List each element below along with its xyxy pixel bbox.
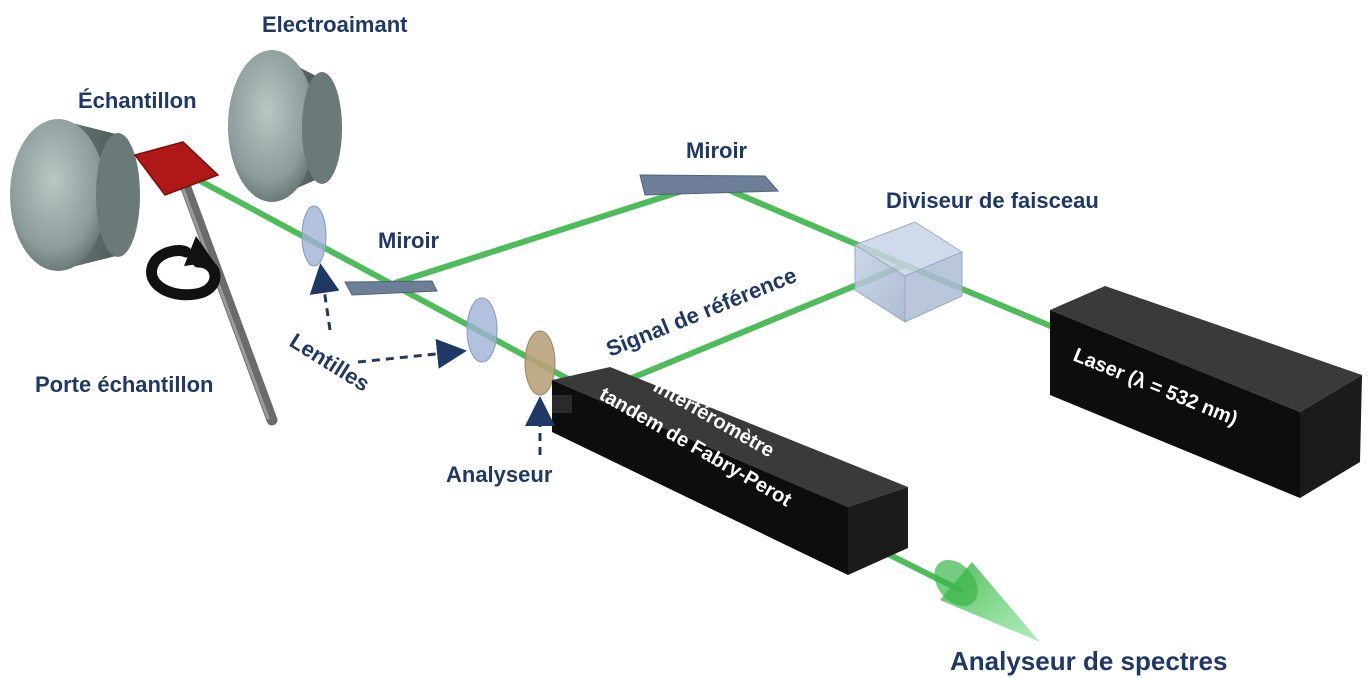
analyser-disc bbox=[524, 330, 556, 396]
electromagnet-left-pole bbox=[10, 119, 140, 271]
label-porte-echantillon: Porte échantillon bbox=[35, 372, 213, 397]
lens-2 bbox=[466, 297, 498, 363]
laser-box bbox=[1050, 286, 1362, 498]
electromagnet-right-pole bbox=[228, 50, 342, 202]
label-analyseur-spectres: Analyseur de spectres bbox=[950, 646, 1227, 676]
sample-plate bbox=[133, 141, 220, 196]
beam-splitter-cube bbox=[853, 221, 964, 323]
label-diviseur: Diviseur de faisceau bbox=[886, 188, 1099, 213]
lentilles-pointers bbox=[309, 263, 467, 369]
mirror-top bbox=[639, 174, 780, 196]
interferometer-box bbox=[552, 367, 908, 575]
sample-holder-rod bbox=[179, 179, 278, 426]
beam-top-mirror-to-left-mirror bbox=[392, 179, 713, 286]
output-arrow-icon bbox=[934, 559, 1040, 642]
label-echantillon: Échantillon bbox=[78, 88, 197, 113]
label-analyseur: Analyseur bbox=[446, 462, 553, 487]
rotation-arrow-icon bbox=[146, 236, 221, 301]
label-electroaimant: Electroaimant bbox=[262, 12, 408, 37]
label-miroir-top: Miroir bbox=[686, 138, 748, 163]
lens-1 bbox=[301, 205, 327, 267]
label-miroir-left: Miroir bbox=[378, 228, 440, 253]
mirror-left bbox=[344, 280, 438, 296]
beam-sample-to-analyser bbox=[177, 167, 573, 383]
